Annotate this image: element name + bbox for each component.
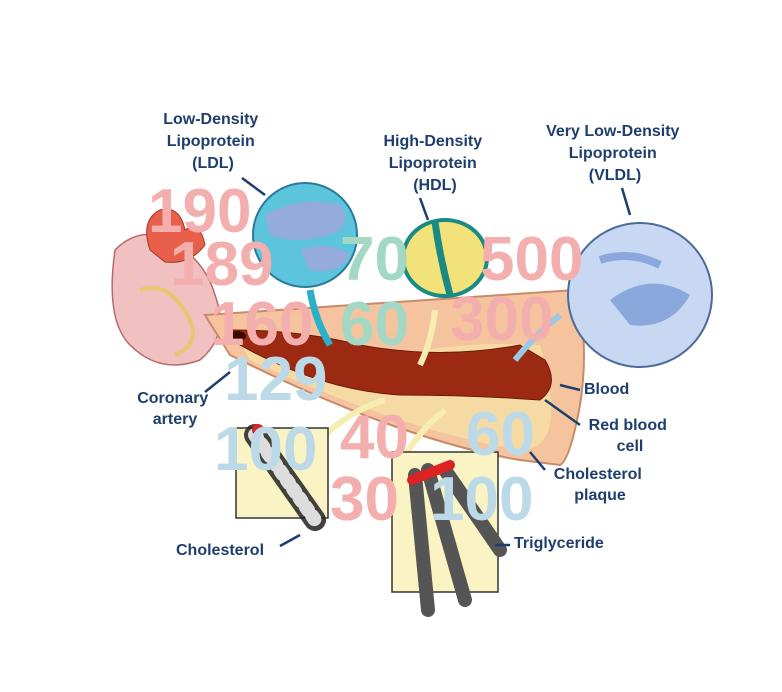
bg-number: 300 — [450, 285, 553, 354]
coronary-artery — [203, 288, 585, 467]
triglyceride-molecule-box — [391, 451, 507, 617]
triglyceride-label: Triglyceride — [514, 535, 604, 552]
bg-number: 40 — [340, 403, 409, 472]
blood-label: Blood — [584, 381, 629, 398]
labels: Low-Density Lipoprotein (LDL) High-Densi… — [137, 111, 684, 559]
hdl-particle — [401, 218, 489, 298]
leader-lines — [204, 176, 632, 548]
vldl-particle — [567, 222, 713, 368]
bg-number: 160 — [210, 290, 313, 359]
bg-number: 500 — [480, 225, 583, 294]
bg-number: 189 — [170, 230, 273, 299]
ldl-particle — [252, 182, 358, 288]
bg-number: 190 — [148, 177, 251, 246]
cholesterol-molecule-box — [235, 424, 329, 531]
bg-number: 60 — [466, 400, 535, 469]
bg-number: 60 — [340, 290, 409, 359]
bg-number: 70 — [340, 225, 409, 294]
cholesterol-plaque-label: Cholesterol plaque — [554, 466, 646, 504]
red-blood-cell-label: Red blood cell — [589, 417, 672, 455]
cholesterol-label: Cholesterol — [176, 542, 264, 559]
heart-illustration — [111, 208, 221, 366]
bg-number: 129 — [224, 345, 327, 414]
hdl-label: High-Density Lipoprotein (HDL) — [383, 133, 486, 194]
background-numbers: 190 189 160 70 60 500 300 129 100 40 30 … — [148, 177, 583, 534]
bg-number: 30 — [330, 465, 399, 534]
coronary-artery-label: Coronary artery — [137, 390, 213, 428]
bg-number: 100 — [430, 465, 533, 534]
bg-number: 100 — [214, 415, 317, 484]
vldl-label: Very Low-Density Lipoprotein (VLDL) — [546, 123, 684, 184]
ldl-label: Low-Density Lipoprotein (LDL) — [163, 111, 263, 172]
